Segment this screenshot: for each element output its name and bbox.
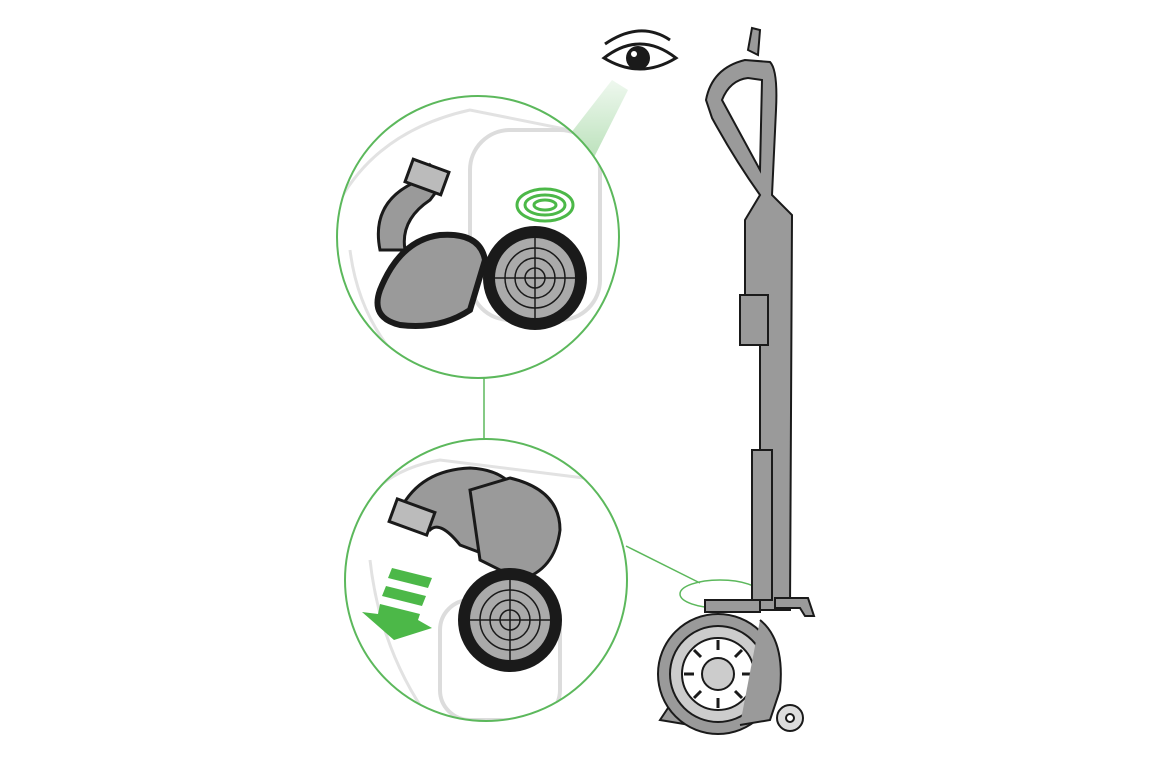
connector-line (625, 545, 701, 584)
vacuum-cleaner (657, 26, 816, 735)
arrow-down-left-icon (362, 568, 432, 640)
magnified-detail-top (336, 95, 620, 379)
magnified-detail-bottom (344, 438, 628, 722)
eye-icon (601, 29, 679, 71)
green-filter-rings (515, 187, 575, 223)
